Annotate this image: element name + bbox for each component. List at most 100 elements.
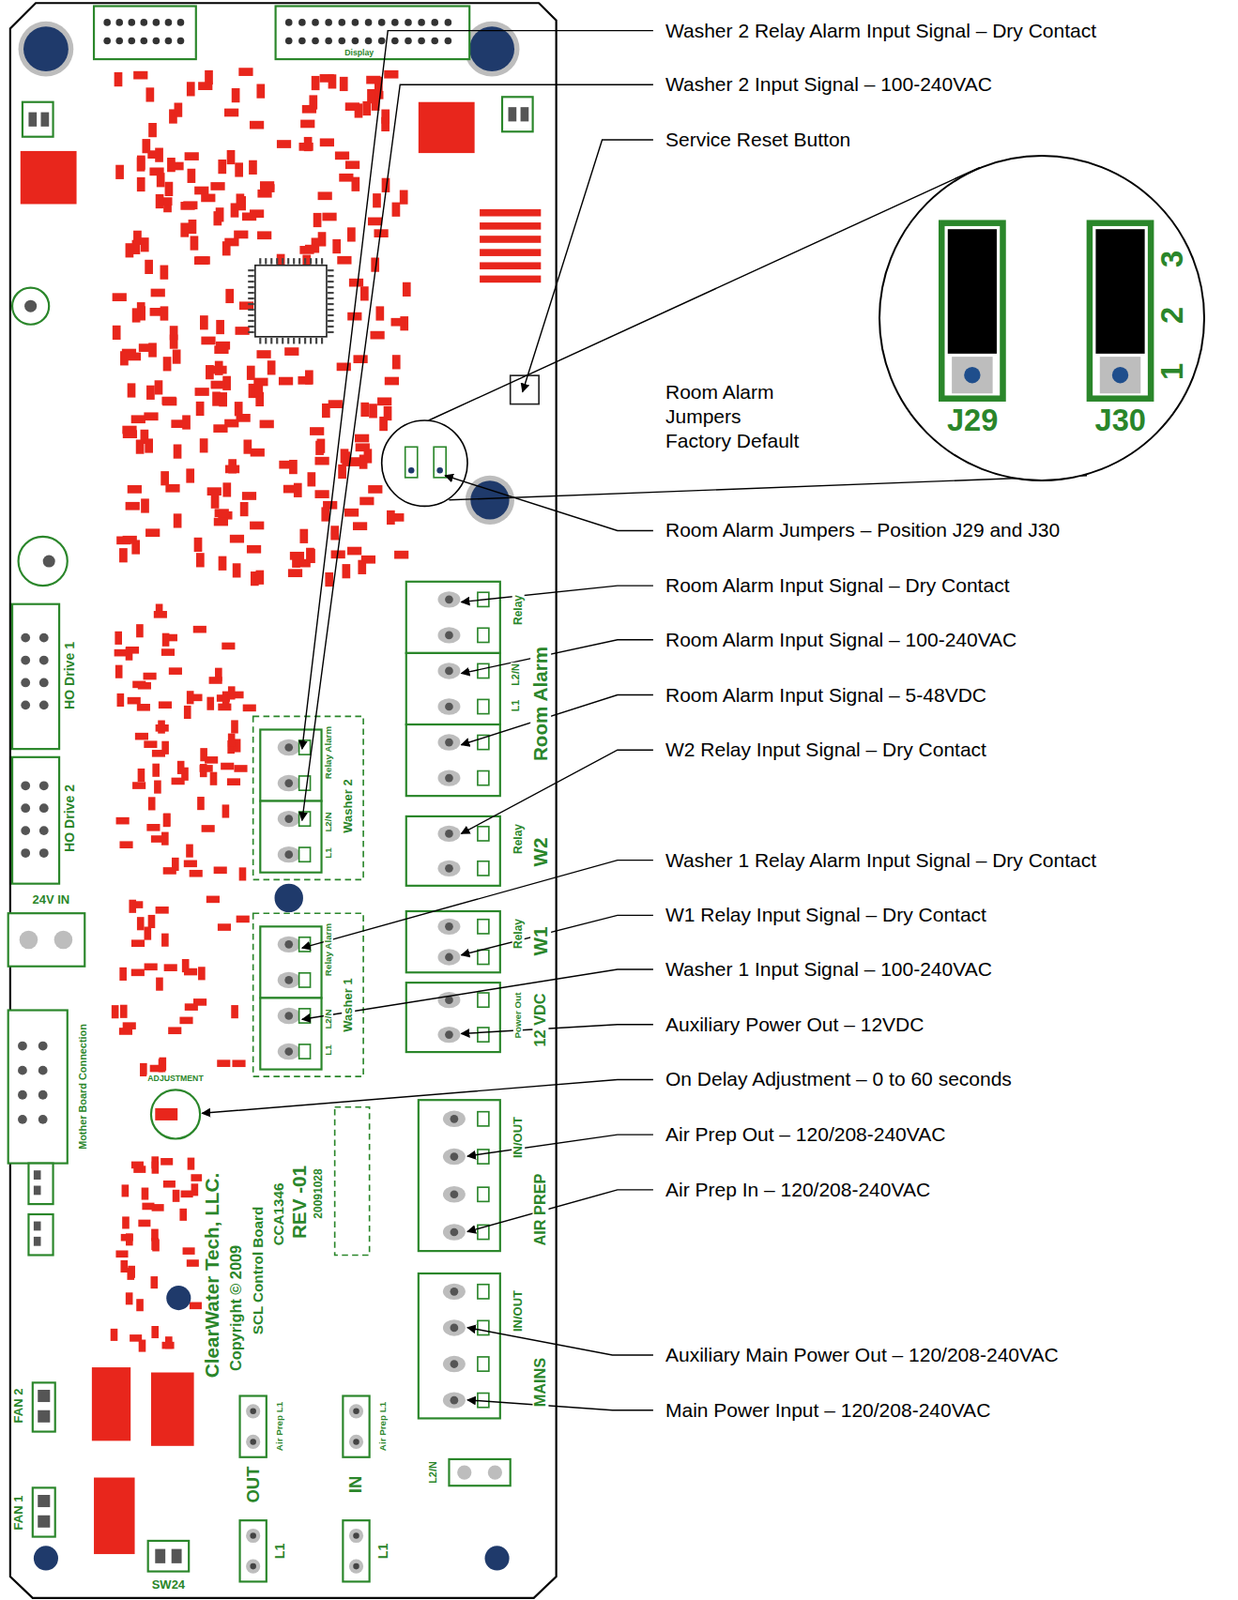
header-pin <box>391 18 399 27</box>
terminal-center <box>284 850 293 859</box>
smd-pad <box>117 693 125 707</box>
terminal-tab <box>477 699 490 714</box>
smd-pad <box>187 1158 196 1171</box>
header-pin <box>365 18 373 27</box>
smd-pad <box>224 238 239 247</box>
magnified-view: J29J30321 <box>878 154 1206 482</box>
terminal-tab <box>477 1284 490 1300</box>
terminal-tab <box>299 973 311 988</box>
connector-pin <box>39 780 49 791</box>
smd-pad <box>180 201 195 211</box>
header-pin <box>365 37 373 46</box>
terminal-tab <box>477 1357 490 1372</box>
ic-pin <box>327 331 335 334</box>
connector-pin <box>20 825 31 836</box>
callout-label: Washer 1 Relay Alarm Input Signal – Dry … <box>665 848 1097 872</box>
smd-pad <box>153 611 168 619</box>
header-pin <box>417 18 426 27</box>
terminal <box>488 1465 503 1480</box>
silkscreen-label: W2 <box>530 836 551 868</box>
smd-pad <box>200 194 215 203</box>
silkscreen-label: FAN 1 <box>12 1494 26 1531</box>
smd-pad <box>195 387 210 397</box>
smd-pad <box>183 1247 196 1255</box>
smd-pad <box>137 682 152 690</box>
ic-pin <box>259 258 261 265</box>
leader-line <box>444 475 654 532</box>
smd-pad <box>344 508 359 518</box>
smd-pad <box>162 1342 175 1350</box>
smd-pad <box>240 502 249 517</box>
terminal-tab <box>299 776 311 791</box>
magnify-line <box>448 475 1087 501</box>
terminal-screw <box>437 860 460 877</box>
smd-pad <box>383 70 398 79</box>
terminal-screw <box>443 1283 466 1300</box>
display-header <box>93 6 197 61</box>
header-pin <box>115 37 123 46</box>
smd-pad <box>139 1063 148 1077</box>
terminal-center <box>444 953 454 963</box>
jumper-pin <box>408 467 415 474</box>
silkscreen-label: HO Drive 1 <box>62 641 77 711</box>
magnify-ring <box>382 420 468 506</box>
smd-pad <box>352 521 367 531</box>
pin <box>33 1170 42 1180</box>
smd-pad <box>366 89 376 104</box>
smd-pad <box>127 1266 136 1279</box>
smd-pad <box>115 1250 128 1258</box>
smd-pad <box>328 74 337 89</box>
silkscreen-label: Room Alarm <box>530 645 551 763</box>
mounting-hole <box>275 884 304 913</box>
ic-pin <box>320 337 323 345</box>
silkscreen-label: REV -01 <box>289 1164 310 1240</box>
ic-pin <box>304 337 306 345</box>
smd-pad <box>232 563 242 578</box>
smd-pad <box>115 665 123 679</box>
edge-finger <box>479 209 541 217</box>
smd-pad <box>206 697 214 711</box>
smd-pad <box>225 289 234 304</box>
smd-pad <box>224 108 239 118</box>
connector-pin <box>38 1115 48 1125</box>
smd-pad <box>196 552 205 567</box>
smd-pad <box>366 76 381 85</box>
hole-ring <box>465 475 515 525</box>
smd-pad <box>163 1180 176 1189</box>
mains-block <box>418 1273 501 1419</box>
power-pad <box>93 1478 135 1556</box>
smd-pad <box>336 256 352 265</box>
edge-finger <box>479 222 541 230</box>
hole-ring <box>18 21 75 77</box>
terminal-center <box>352 1563 360 1571</box>
leaders-layer <box>201 30 1087 1411</box>
room-alarm-block <box>406 581 501 654</box>
silkscreen-label: HO Drive 2 <box>62 783 77 854</box>
smd-pad <box>162 633 170 647</box>
smd-pad <box>228 733 236 748</box>
terminal-tab <box>299 740 311 755</box>
smd-pad <box>173 443 183 459</box>
ic-pin <box>298 258 301 265</box>
silkscreen-label: L2/N <box>510 662 521 688</box>
terminal-tab <box>477 1320 490 1335</box>
smd-pad <box>145 528 160 537</box>
mounting-hole <box>469 26 515 72</box>
mounting-hole <box>470 480 509 520</box>
board-outline <box>10 2 557 1599</box>
smd-pad <box>372 193 382 208</box>
power-pad <box>91 1367 131 1441</box>
smd-pad <box>199 764 214 773</box>
ic-pin <box>247 320 255 322</box>
header-pin <box>140 18 149 27</box>
pin <box>171 1549 183 1564</box>
smd-pad <box>161 741 169 755</box>
smd-pad <box>392 202 401 217</box>
smd-pad <box>205 365 214 380</box>
smd-pad <box>246 545 261 554</box>
header-pin <box>404 37 413 46</box>
jumper-pin <box>436 467 444 474</box>
terminal-screw <box>443 1223 466 1240</box>
silkscreen-label: Display <box>343 48 375 58</box>
smd-pad <box>163 813 171 827</box>
